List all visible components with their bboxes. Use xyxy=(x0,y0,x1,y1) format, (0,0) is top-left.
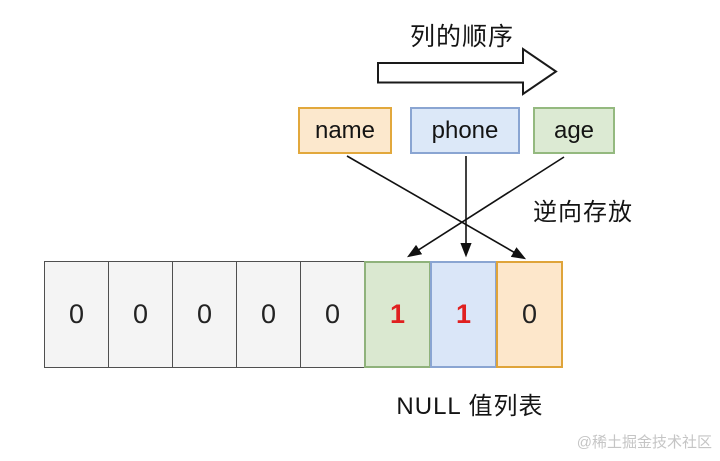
bitmap-cell-5: 0 xyxy=(300,261,365,368)
null-list-label: NULL 值列表 xyxy=(396,393,544,420)
column-label-phone: phone xyxy=(431,116,499,144)
column-box-name: name xyxy=(298,107,392,154)
bitmap-value: 0 xyxy=(521,299,538,329)
column-label-name: name xyxy=(314,116,376,144)
arrow-name-to-bit-icon xyxy=(346,155,527,260)
column-label-age: age xyxy=(553,116,595,144)
column-box-phone: phone xyxy=(410,107,520,154)
bitmap-cell-phone: 1 xyxy=(430,261,497,368)
column-order-title: 列的顺序 xyxy=(409,23,514,51)
bitmap-cell-1: 0 xyxy=(44,261,109,368)
bitmap-value: 1 xyxy=(455,299,472,329)
bitmap-value: 0 xyxy=(68,299,85,329)
right-arrow-outline-icon xyxy=(377,47,558,96)
bitmap-cell-2: 0 xyxy=(108,261,173,368)
bitmap-cell-age: 1 xyxy=(364,261,431,368)
bitmap-cell-name: 0 xyxy=(496,261,563,368)
null-bitmap-row: 0 0 0 0 0 1 1 0 xyxy=(44,261,563,368)
bitmap-value: 0 xyxy=(260,299,277,329)
bitmap-value: 0 xyxy=(196,299,213,329)
bitmap-value: 1 xyxy=(389,299,406,329)
bitmap-cell-4: 0 xyxy=(236,261,301,368)
bitmap-value: 0 xyxy=(132,299,149,329)
bitmap-cell-3: 0 xyxy=(172,261,237,368)
watermark-text: @稀土掘金技术社区 xyxy=(576,434,712,451)
column-box-age: age xyxy=(533,107,615,154)
bitmap-value: 0 xyxy=(324,299,341,329)
reverse-storage-label: 逆向存放 xyxy=(533,199,633,226)
